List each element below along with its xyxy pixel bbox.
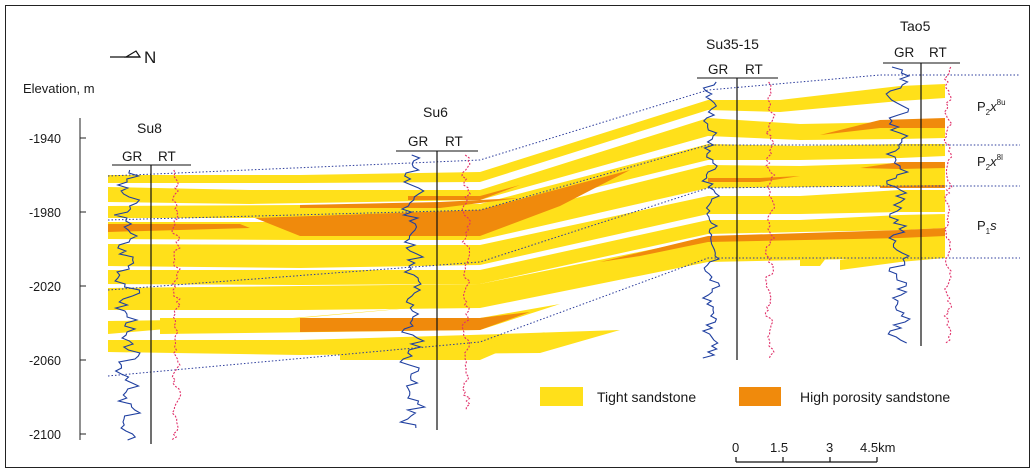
axis-tick-label: -1940 [29, 132, 61, 146]
north-arrow-head [123, 50, 142, 58]
tight-sandstone-layer [108, 163, 945, 240]
north-label: N [144, 48, 156, 67]
elevation-axis: Elevation, m -1940 -1980 -2020 -2060 -2100 [23, 81, 95, 442]
svg-text:P2x8l: P2x8l [977, 153, 1003, 172]
gr-log-curve [398, 154, 427, 429]
high-porosity-lens [860, 162, 945, 169]
legend-label-high: High porosity sandstone [800, 389, 950, 405]
log-header-rt: RT [445, 134, 463, 149]
scale-label-1: 1.5 [770, 440, 788, 455]
elevation-axis-label: Elevation, m [23, 81, 95, 96]
well-header-su8: Su8 GR RT [112, 120, 191, 444]
formation-sup: 8l [997, 153, 1003, 162]
high-porosity-lens [108, 224, 250, 232]
formation-sub: 2 [986, 108, 991, 117]
tight-sandstone-layer [108, 233, 945, 310]
well-logs [113, 66, 953, 441]
formation-boundary [107, 257, 1020, 377]
high-porosity-lens [820, 118, 945, 135]
high-porosity-lens [408, 185, 520, 200]
well-header-su35-15: Su35-15 GR RT [697, 36, 778, 360]
high-porosity-lens [300, 312, 530, 332]
formation-main: P [977, 154, 986, 169]
log-header-rt: RT [929, 45, 947, 60]
well-header-su6: Su6 GR RT [396, 104, 478, 430]
axis-tick-label: -2020 [29, 280, 61, 294]
well-name: Su8 [137, 120, 162, 136]
formation-sup: 8u [997, 98, 1006, 107]
log-header-rt: RT [745, 62, 763, 77]
log-header-gr: GR [708, 62, 729, 77]
rt-log-curve [764, 81, 776, 359]
sandstone-layers [108, 84, 945, 360]
well-name: Su6 [423, 104, 448, 120]
log-header-gr: GR [894, 45, 915, 60]
formation-letter: x [989, 154, 997, 169]
log-header-rt: RT [158, 149, 176, 164]
formation-boundaries [107, 74, 1020, 377]
formation-label-p1s: P1s [977, 218, 997, 236]
legend-label-tight: Tight sandstone [597, 389, 696, 405]
formation-boundary [107, 144, 1020, 221]
tight-sandstone-layer [840, 251, 945, 270]
well-header-tao5: Tao5 GR RT [883, 18, 960, 346]
formation-main: P [977, 218, 986, 233]
legend-swatch-tight [540, 387, 583, 406]
formation-sub: 1 [986, 227, 991, 236]
figure-border [5, 5, 1030, 468]
formation-label-p2x8u: P2x8u [977, 98, 1006, 117]
scale-label-2: 3 [826, 440, 833, 455]
scale-label-3: 4.5km [860, 440, 895, 455]
well-name: Tao5 [900, 18, 931, 34]
scale-bar: 0 1.5 3 4.5km [732, 440, 895, 463]
svg-text:P2x8u: P2x8u [977, 98, 1006, 117]
legend-swatch-high [739, 387, 781, 406]
tight-sandstone-layer [108, 84, 945, 183]
gr-log-curve [113, 169, 142, 441]
formation-boundary [107, 185, 1020, 291]
axis-tick-label: -1980 [29, 206, 61, 220]
formation-sub: 2 [986, 163, 991, 172]
legend: Tight sandstone High porosity sandstone [540, 387, 950, 406]
north-arrow: N [110, 48, 156, 67]
tight-sandstone-layer [108, 330, 620, 355]
high-porosity-lens [255, 170, 630, 236]
tight-sandstone-layer [800, 253, 830, 266]
svg-text:P1s: P1s [977, 218, 997, 236]
rt-log-curve [171, 169, 182, 441]
gr-log-curve [701, 81, 721, 359]
well-name: Su35-15 [706, 36, 759, 52]
formation-label-p2x8l: P2x8l [977, 153, 1003, 172]
tight-sandstone-layer [108, 190, 945, 268]
formation-main: P [977, 99, 986, 114]
tight-sandstone-layer [108, 300, 500, 334]
high-porosity-lens [600, 228, 945, 262]
formation-letter: x [989, 99, 997, 114]
axis-tick-label: -2060 [29, 354, 61, 368]
tight-sandstone-layer [340, 332, 545, 360]
gr-log-curve [885, 66, 912, 344]
log-header-gr: GR [122, 149, 143, 164]
formation-boundary [107, 74, 1020, 177]
formation-letter: s [990, 218, 997, 233]
log-header-gr: GR [408, 134, 429, 149]
scale-label-0: 0 [732, 440, 739, 455]
rt-log-curve [461, 154, 472, 411]
rt-log-curve [943, 66, 953, 344]
tight-sandstone-layer [108, 214, 945, 285]
axis-tick-label: -2100 [29, 428, 61, 442]
high-porosity-lens [708, 176, 800, 182]
